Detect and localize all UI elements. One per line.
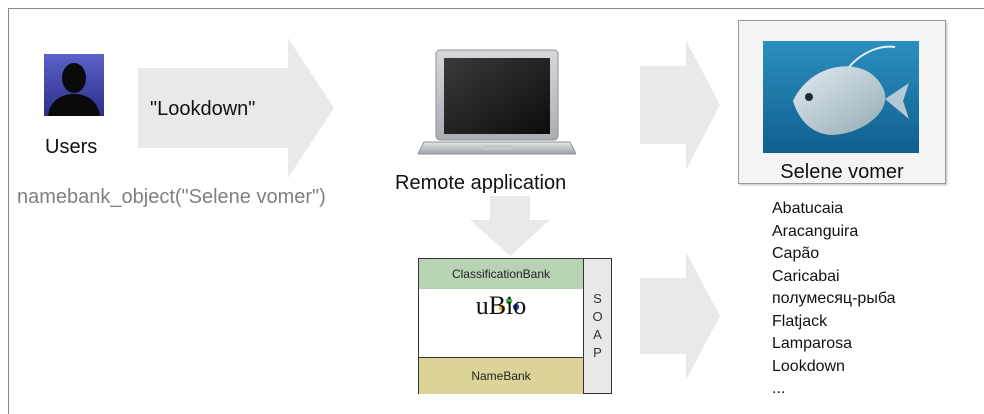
soap-interface: S O A P xyxy=(584,258,612,394)
list-item: Aracanguira xyxy=(772,222,859,240)
arrow-ubio-to-names xyxy=(640,252,720,380)
remote-application-label: Remote application xyxy=(395,172,567,194)
common-names-list: Abatucaia Aracanguira Capão Caricabai по… xyxy=(772,198,896,401)
list-item: Abatucaia xyxy=(772,200,844,217)
list-item: полумесяц-рыба xyxy=(772,290,896,307)
species-caption: Selene vomer xyxy=(780,161,904,183)
user-icon xyxy=(44,54,104,116)
species-photo-card: Selene vomer xyxy=(738,20,946,184)
laptop-icon xyxy=(418,49,576,155)
ubio-logo: uBio xyxy=(475,291,527,320)
lookdown-query-text: "Lookdown" xyxy=(150,98,256,120)
ubio-logo-area xyxy=(419,289,583,357)
ubio-dots-icon xyxy=(498,297,520,312)
namebank-call-text: namebank_object("Selene vomer") xyxy=(17,186,326,208)
list-item: Caricabai xyxy=(772,267,840,285)
arrow-remote-to-ubio xyxy=(470,196,550,256)
classification-bank-layer: ClassificationBank xyxy=(419,259,583,290)
soap-letter: O xyxy=(592,309,603,324)
list-item: Capão xyxy=(772,245,820,262)
list-item: Lookdown xyxy=(772,357,845,375)
list-item: ... xyxy=(772,380,786,397)
list-item: Lamparosa xyxy=(772,335,853,352)
name-bank-layer: NameBank xyxy=(419,357,583,394)
soap-letter: S xyxy=(593,291,602,306)
fish-photo xyxy=(763,41,919,153)
arrow-remote-to-result xyxy=(640,40,720,170)
ubio-stack: ClassificationBank uBio NameBank xyxy=(418,258,584,394)
users-label: Users xyxy=(45,136,98,158)
list-item: Flatjack xyxy=(772,312,828,330)
soap-letter: P xyxy=(593,345,602,360)
soap-letter: A xyxy=(593,327,602,342)
ubio-service-block: ClassificationBank uBio NameBank S O A P xyxy=(418,258,612,394)
arrow-users-to-remote xyxy=(138,38,334,178)
